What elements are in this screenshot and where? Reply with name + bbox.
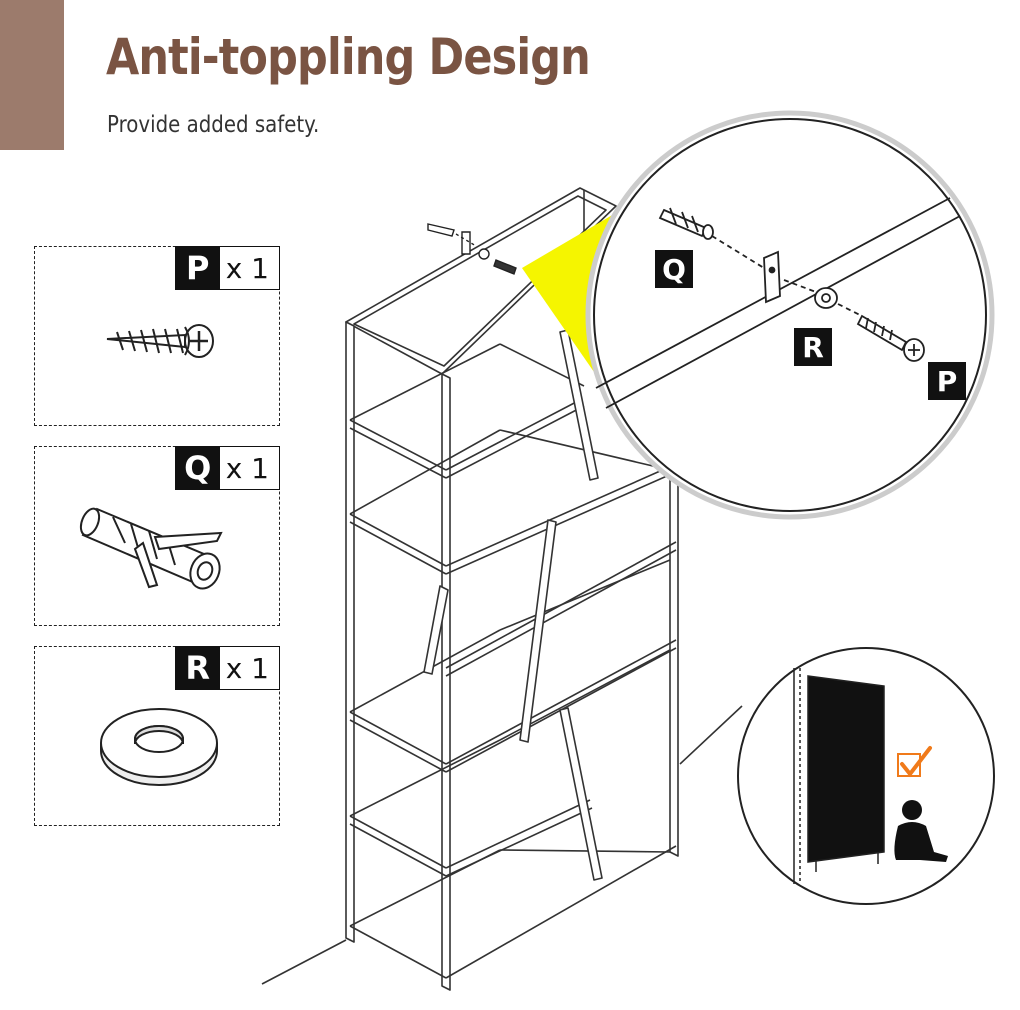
wall-anchor-icon (79, 507, 223, 590)
child-icon (894, 800, 948, 862)
callout-p: P (928, 362, 966, 400)
part-letter: P (175, 247, 220, 289)
part-quantity: x 1 (225, 651, 269, 685)
part-label: R x 1 (174, 646, 280, 690)
header-accent-bar (0, 0, 64, 150)
page-subtitle: Provide added safety. (107, 112, 320, 138)
part-label: Q x 1 (174, 446, 280, 490)
callout-q: Q (655, 250, 693, 288)
screw-icon (106, 324, 214, 358)
part-label: P x 1 (174, 246, 280, 290)
detail-zoom-circle (585, 110, 995, 520)
checkmark-icon (897, 746, 932, 778)
callout-r: R (794, 328, 832, 366)
part-card-q: Q x 1 (34, 446, 280, 626)
part-quantity: x 1 (225, 251, 269, 285)
part-card-p: P x 1 (34, 246, 280, 426)
part-letter: Q (175, 447, 220, 489)
part-card-r: R x 1 (34, 646, 280, 826)
washer-icon (100, 708, 218, 786)
part-letter: R (175, 647, 220, 689)
page-title: Anti-toppling Design (106, 28, 591, 86)
part-quantity: x 1 (225, 451, 269, 485)
safety-scene (793, 668, 885, 884)
